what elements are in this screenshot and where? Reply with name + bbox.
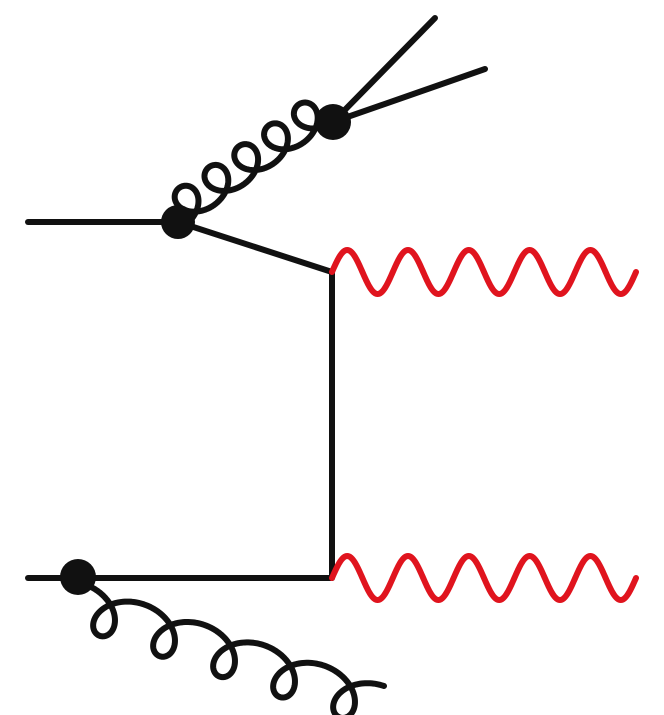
emission-vertex-upper xyxy=(161,205,195,239)
outgoing-quark-line-a xyxy=(330,15,438,125)
quark-propagator-upper xyxy=(175,219,335,275)
photon-line-lower xyxy=(329,553,639,603)
outgoing-quark-line-b xyxy=(330,66,488,125)
emission-vertex-lower xyxy=(60,559,96,595)
gluon-splitting-vertex xyxy=(315,104,351,140)
gluon-emission-upper xyxy=(171,99,336,229)
photon-line-upper xyxy=(329,247,639,297)
gluon-emission-lower xyxy=(81,581,387,715)
